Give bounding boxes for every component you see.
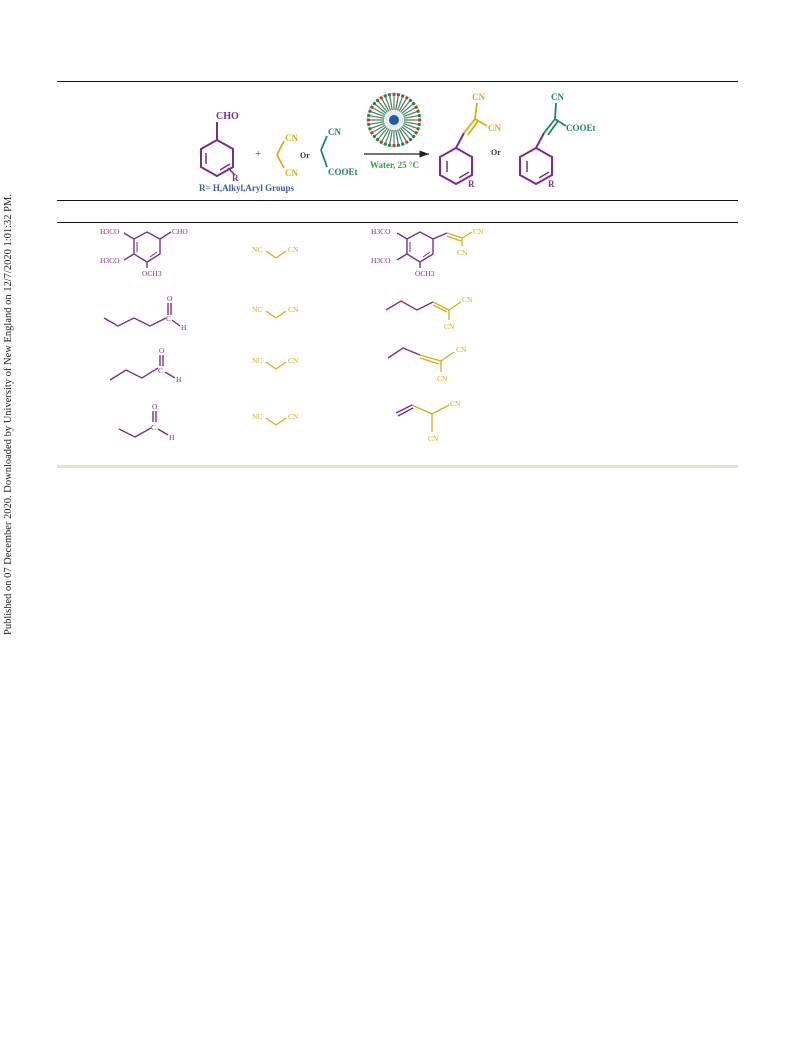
row1-product-cn1: CN (473, 227, 484, 236)
cyanoacetate-cn: CN (328, 127, 341, 137)
row-3: O C H NC CN CN CN (109, 345, 467, 384)
plus-sign: + (255, 148, 261, 160)
cho-label: CHO (216, 111, 239, 122)
row2-aldehyde-h: H (181, 323, 187, 332)
product2-cn-top: CN (551, 92, 564, 102)
cyanoacetate-cooet: COOEt (328, 167, 358, 177)
row2-product-structure (385, 300, 434, 311)
row3-product-chain (419, 351, 455, 372)
row3-aldehyde-c: C (158, 366, 163, 375)
or-label-2: Or (491, 148, 501, 157)
row3-product-cn1: CN (456, 345, 467, 354)
row1-aldehyde-structure (123, 231, 172, 268)
row1-reagent-cn: CN (288, 245, 299, 254)
product-dicyano-chain (463, 102, 488, 136)
product-cyanoester-structure (519, 132, 553, 186)
row2-reagent-nc: NC (252, 305, 262, 314)
ethyl-cyanoacetate-structure (320, 135, 328, 168)
table-bottom-rule (57, 465, 738, 468)
row2-aldehyde-c: C (166, 314, 171, 323)
row2-product-cn2: CN (444, 322, 455, 331)
row4-aldehyde-structure (118, 411, 169, 438)
row4-aldehyde-o: O (152, 402, 158, 411)
row4-reagent-nc: NC (252, 412, 262, 421)
row1-reagent-nc: NC (252, 245, 262, 254)
row1-reagent-structure (265, 250, 287, 259)
row1-cho: CHO (172, 227, 188, 236)
row3-product-structure (387, 347, 421, 359)
or-label-1: Or (300, 151, 310, 160)
row4-aldehyde-h: H (169, 433, 175, 442)
row1-h3co-top: H3CO (100, 227, 120, 236)
scheme-bottom-rule (57, 200, 738, 201)
product-dicyano-structure (439, 132, 473, 186)
row4-product-structure (395, 404, 414, 417)
benzaldehyde-structure (200, 122, 236, 178)
product-cyanoester-chain (543, 102, 567, 136)
micelle-icon (366, 92, 422, 148)
row2-aldehyde-o: O (167, 294, 173, 303)
product2-r-label: R (548, 179, 555, 189)
row3-aldehyde-o: O (159, 346, 165, 355)
row3-aldehyde-h: H (176, 375, 182, 384)
table-top-rule (57, 81, 738, 82)
malononitrile-structure (276, 140, 285, 169)
row2-product-cn1: CN (462, 295, 473, 304)
row1-product-structure (396, 231, 448, 268)
product1-cn-right: CN (488, 123, 501, 133)
row-2: O C H NC CN CN CN (103, 294, 473, 332)
row4-product-cn2: CN (428, 434, 439, 443)
r-substituent-label: R (232, 173, 239, 183)
header-rule (57, 222, 738, 223)
row4-aldehyde-c: C (151, 423, 156, 432)
row2-aldehyde-structure (103, 303, 181, 327)
r-groups-definition: R= H,Alkyl,Aryl Groups (199, 183, 294, 193)
row2-reagent-structure (265, 310, 287, 319)
row1-product-cn2: CN (457, 248, 468, 257)
row1-och3: OCH3 (142, 269, 162, 278)
row1-product-h3co-bottom: H3CO (371, 256, 391, 265)
row-1: H3CO CHO H3CO OCH3 NC CN H3CO H3CO OCH3 … (100, 227, 484, 278)
row1-product-chain (446, 231, 473, 246)
row2-reagent-cn: CN (288, 305, 299, 314)
product1-cn-top: CN (472, 92, 485, 102)
row-4: O C H NC CN CN CN (118, 399, 461, 443)
row4-product-chain (411, 404, 450, 432)
row1-product-och3: OCH3 (415, 269, 435, 278)
row1-product-h3co-top: H3CO (371, 227, 391, 236)
malononitrile-cn-bottom: CN (285, 168, 298, 178)
row3-reagent-cn: CN (288, 356, 299, 365)
row3-reagent-nc: NC (252, 356, 262, 365)
row4-reagent-structure (265, 417, 287, 426)
row2-product-chain (432, 301, 462, 320)
reaction-condition: Water, 25 °C (370, 160, 419, 170)
row1-h3co-bottom: H3CO (100, 256, 120, 265)
row4-reagent-cn: CN (288, 412, 299, 421)
product1-r-label: R (468, 179, 475, 189)
malononitrile-cn-top: CN (285, 133, 298, 143)
row3-reagent-structure (265, 361, 287, 370)
row3-product-cn2: CN (437, 374, 448, 383)
row3-aldehyde-structure (109, 355, 176, 381)
row4-product-cn1: CN (450, 399, 461, 408)
product2-cooet: COOEt (566, 123, 596, 133)
